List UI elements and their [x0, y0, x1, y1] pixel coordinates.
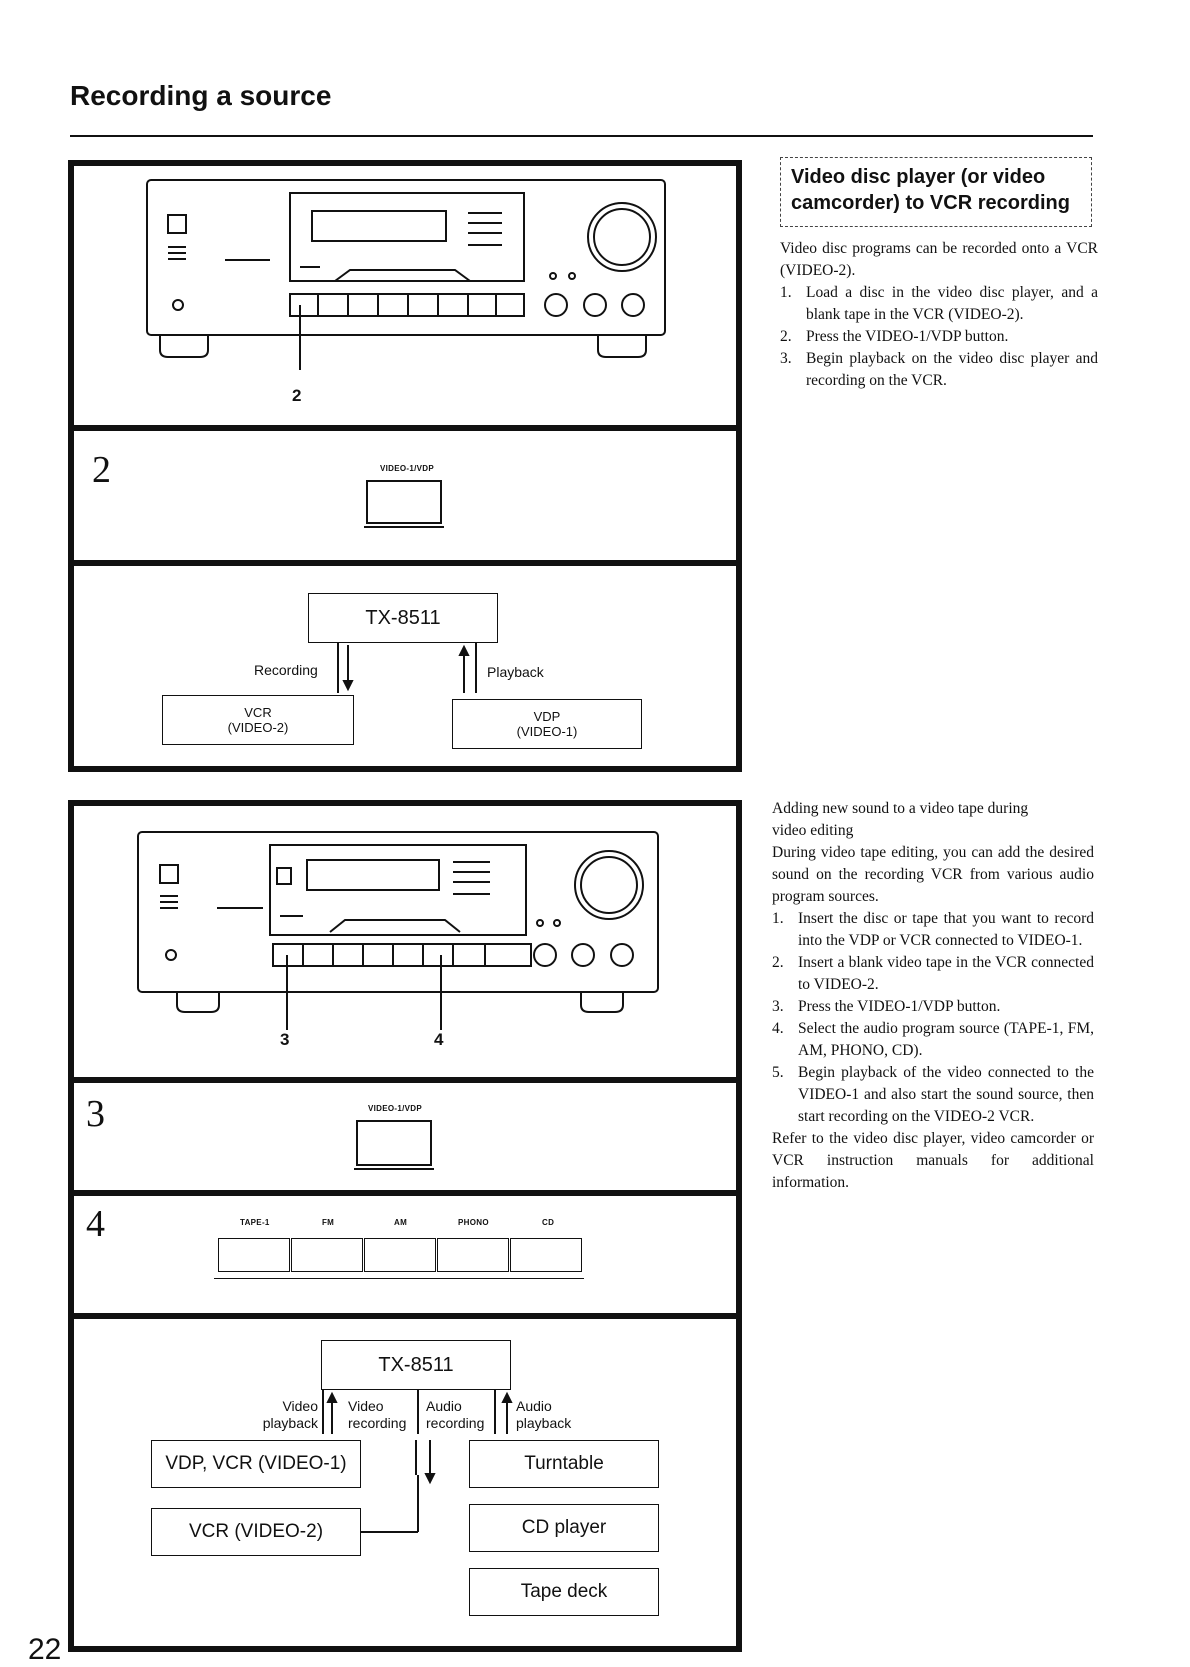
section1-step: 1.Load a disc in the video disc player, …: [780, 284, 1098, 323]
section2-steps: 1.Insert the disc or tape that you want …: [772, 908, 1094, 1128]
tape-deck-box: Tape deck: [469, 1568, 659, 1616]
section2-step: 5.Begin playback of the video connected …: [772, 1064, 1094, 1125]
audio-playback-label: Audio playback: [516, 1398, 572, 1431]
vcr-video2-box: VCR (VIDEO-2): [151, 1508, 361, 1556]
callout-4: 4: [434, 1030, 444, 1049]
section2-body: Adding new sound to a video tape during …: [772, 798, 1094, 1194]
section2-step: 3.Press the VIDEO-1/VDP button.: [772, 998, 1001, 1015]
section2-step: 1.Insert the disc or tape that you want …: [772, 910, 1094, 949]
video-recording-label: Video recording: [348, 1398, 407, 1431]
am-button: [364, 1238, 436, 1272]
vdp-label: VDP: [533, 709, 561, 724]
section2-intro: During video tape editing, you can add t…: [772, 844, 1094, 905]
section1-illustration: [68, 160, 742, 772]
section2-step: 4.Select the audio program source (TAPE-…: [772, 1020, 1094, 1059]
vcr-label: VCR: [244, 705, 272, 720]
section2-heading-line1: Adding new sound to a video tape during: [772, 800, 1029, 817]
tape1-caption: TAPE-1: [240, 1218, 270, 1227]
section1-steps: 1.Load a disc in the video disc player, …: [780, 282, 1098, 392]
vdp-vcr-video1-box: VDP, VCR (VIDEO-1): [151, 1440, 361, 1488]
video-playback-label: Video playback: [262, 1398, 318, 1431]
title-rule: [70, 135, 1093, 137]
cd-button: [510, 1238, 582, 1272]
video1-vdp-caption: VIDEO-1/VDP: [368, 1104, 422, 1113]
page-number: 22: [28, 1633, 62, 1666]
fm-button: [291, 1238, 363, 1272]
phono-button: [437, 1238, 509, 1272]
callout-3: 3: [280, 1030, 290, 1049]
connection-arrows: [337, 643, 477, 693]
callout-2: 2: [292, 386, 302, 405]
vcr-video2-box: VCR (VIDEO-2): [162, 695, 354, 745]
video1-vdp-button: [354, 1120, 434, 1170]
section2-divider-2: [68, 1190, 742, 1196]
receiver-box: TX-8511: [308, 593, 498, 643]
section2-heading-line2: video editing: [772, 822, 854, 839]
vcr-sub-label: (VIDEO-2): [227, 720, 289, 735]
section1-body: Video disc programs can be recorded onto…: [780, 238, 1098, 392]
cd-player-box: CD player: [469, 1504, 659, 1552]
receiver-front-panel-drawing: [137, 831, 659, 1030]
receiver-front-panel-drawing: [146, 179, 666, 370]
vdp-video1-box: VDP (VIDEO-1): [452, 699, 642, 749]
section1-divider-2: [68, 560, 742, 566]
tape1-button: [218, 1238, 290, 1272]
step-number-3: 3: [86, 1093, 105, 1135]
cd-caption: CD: [542, 1218, 555, 1227]
connection-lines: [322, 1390, 513, 1533]
fm-caption: FM: [322, 1218, 335, 1227]
section1-step: 3.Begin playback on the video disc playe…: [780, 350, 1098, 389]
button-strip-baseline: [214, 1278, 584, 1279]
section1-step: 2.Press the VIDEO-1/VDP button.: [780, 328, 1009, 345]
step-number-4: 4: [86, 1203, 105, 1245]
am-caption: AM: [394, 1218, 408, 1227]
section2-step: 2.Insert a blank video tape in the VCR c…: [772, 954, 1094, 993]
phono-caption: PHONO: [458, 1218, 489, 1227]
section2-divider-1: [68, 1077, 742, 1083]
receiver-box: TX-8511: [321, 1340, 511, 1390]
video1-vdp-caption: VIDEO-1/VDP: [380, 464, 434, 473]
page-title: Recording a source: [70, 80, 332, 111]
recording-label: Recording: [254, 662, 318, 678]
turntable-box: Turntable: [469, 1440, 659, 1488]
section2-divider-3: [68, 1313, 742, 1319]
section2-outro: Refer to the video disc player, video ca…: [772, 1130, 1094, 1191]
audio-recording-label: Audio recording: [426, 1398, 485, 1431]
section1-divider-1: [68, 425, 742, 431]
section1-intro: Video disc programs can be recorded onto…: [780, 240, 1098, 279]
step-number-2: 2: [92, 449, 111, 491]
section1-heading: Video disc player (or video camcorder) t…: [780, 157, 1092, 227]
vdp-sub-label: (VIDEO-1): [516, 724, 578, 739]
video1-vdp-button: [364, 480, 444, 528]
section1-heading-line1: Video disc player (or video: [791, 166, 1046, 188]
section1-heading-line2: camcorder) to VCR recording: [791, 192, 1070, 214]
playback-label: Playback: [487, 664, 544, 680]
